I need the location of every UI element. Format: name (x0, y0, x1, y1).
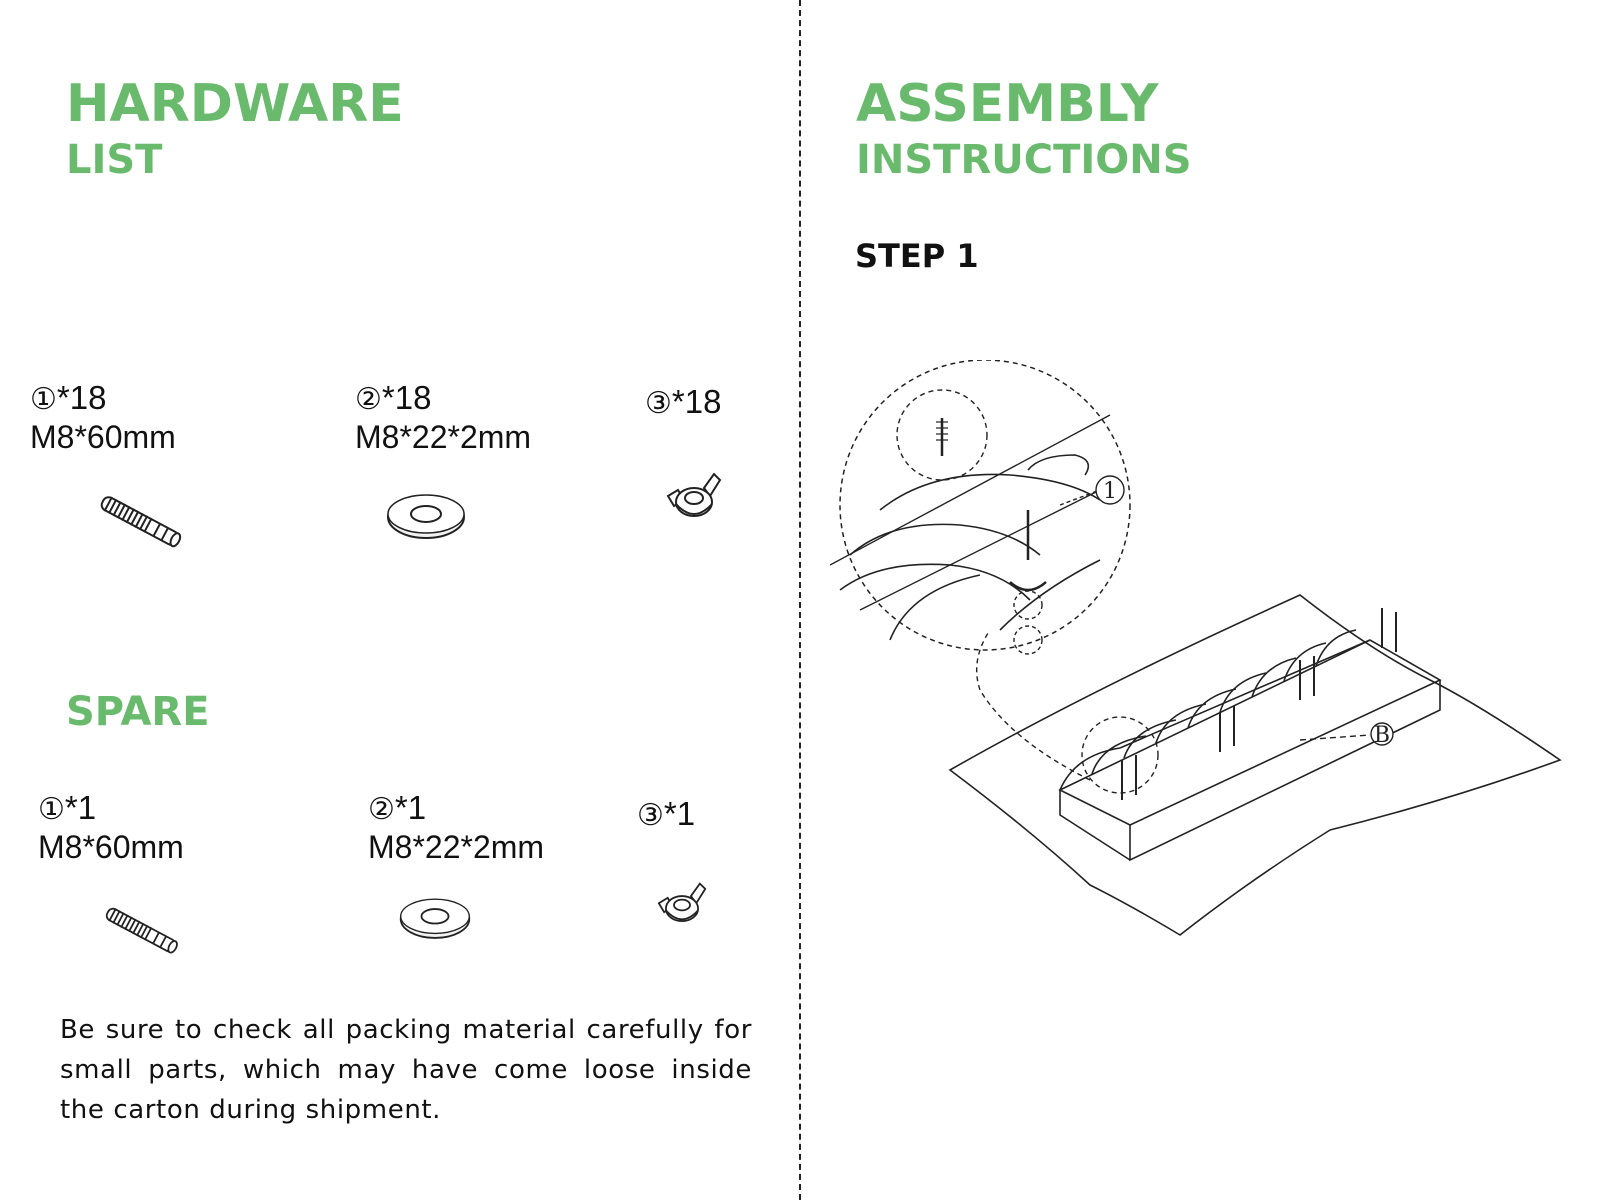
callout-part-label: 1 (1103, 479, 1117, 504)
packing-sheet (948, 594, 1562, 936)
spare-item-quantity: ②*1 (368, 789, 427, 827)
hardware-subtitle: LIST (66, 137, 163, 183)
wing-nut-icon (657, 882, 707, 922)
callout-panel-label: B (1374, 723, 1390, 748)
spare-item-bolt: ①*1 M8*60mm (38, 789, 184, 867)
magnified-detail (830, 360, 1131, 655)
hardware-item-size: M8*60mm (30, 419, 176, 456)
bolt-icon (105, 907, 178, 954)
packing-note: Be sure to check all packing material ca… (60, 1015, 752, 1125)
wing-nut-icon (666, 472, 722, 517)
assembly-illustration: B 1 (830, 360, 1562, 936)
spare-item-size: M8*60mm (38, 829, 184, 866)
washer-icon (399, 898, 471, 939)
spare-item-quantity: ①*1 (38, 789, 97, 827)
hardware-title: HARDWARE (66, 74, 404, 134)
hardware-item-size: M8*22*2mm (355, 419, 532, 456)
washer-icon (387, 494, 465, 539)
hardware-item-bolt: ①*18 M8*60mm (30, 379, 176, 457)
spare-title: SPARE (66, 689, 210, 735)
step-label: STEP 1 (855, 237, 979, 275)
page-divider (799, 0, 801, 1200)
hardware-item-washer: ②*18 M8*22*2mm (355, 379, 532, 457)
hardware-item-quantity: ③*18 (645, 383, 722, 421)
hardware-item-quantity: ②*18 (355, 379, 432, 417)
assembly-title: ASSEMBLY (856, 74, 1159, 134)
bolt-icon (100, 496, 182, 548)
hardware-item-wing-nut: ③*18 (645, 383, 722, 421)
hardware-item-quantity: ①*18 (30, 379, 107, 417)
spare-item-quantity: ③*1 (637, 795, 696, 833)
detail-marker (1081, 716, 1159, 794)
spare-item-washer: ②*1 M8*22*2mm (368, 789, 545, 867)
assembly-subtitle: INSTRUCTIONS (856, 137, 1192, 183)
spare-item-size: M8*22*2mm (368, 829, 545, 866)
spare-item-wing-nut: ③*1 (637, 795, 696, 833)
